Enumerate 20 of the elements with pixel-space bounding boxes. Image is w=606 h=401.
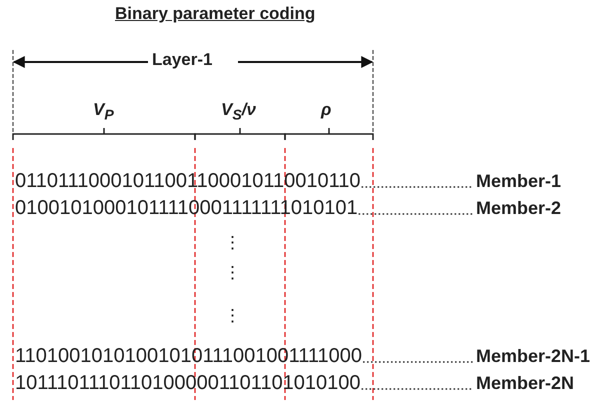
ellipsis-mark: ⋮ bbox=[224, 232, 241, 253]
parameter-label: V$_{S}$/ν bbox=[221, 100, 256, 124]
parameter-label: ρ bbox=[321, 100, 332, 120]
leader-line bbox=[362, 186, 473, 188]
parameter-label: V$_{P}$ bbox=[93, 100, 114, 124]
dimension-label: Layer-1 bbox=[152, 50, 212, 70]
leader-line bbox=[358, 213, 473, 215]
ellipsis-mark: ⋮ bbox=[224, 262, 241, 283]
leader-line bbox=[362, 388, 473, 390]
title: Binary parameter coding bbox=[115, 4, 316, 24]
ellipsis-mark: ⋮ bbox=[224, 305, 241, 326]
member-label: Member-1 bbox=[476, 171, 562, 192]
leader-line bbox=[363, 361, 473, 363]
binary-string: 01001010001011110001111111010101 bbox=[15, 197, 358, 220]
member-label: Member-2N bbox=[476, 373, 574, 394]
binary-string: 10111011101101000001101101010100 bbox=[15, 372, 361, 395]
binary-string: 11010010101001010111001001111000 bbox=[15, 345, 362, 368]
binary-string: 01101110001011001100010110010110 bbox=[15, 170, 361, 193]
member-label: Member-2N-1 bbox=[476, 346, 590, 367]
member-label: Member-2 bbox=[476, 198, 562, 219]
